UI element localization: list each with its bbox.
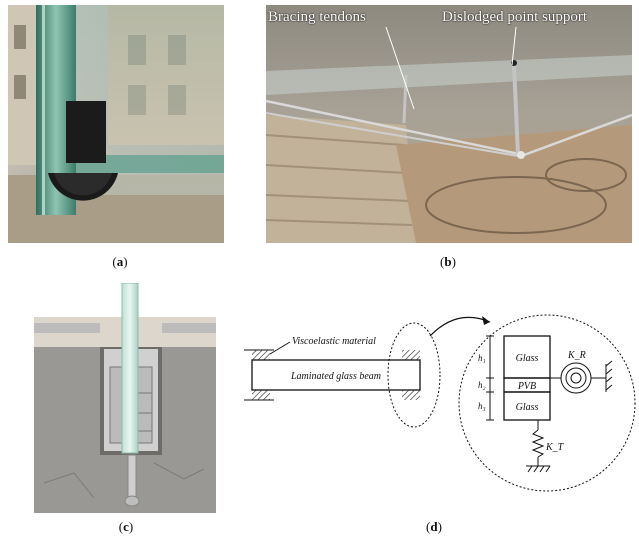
label-h3: h₃ [478, 401, 486, 411]
caption-d: (d) [426, 519, 442, 534]
label-h1: h₁ [478, 353, 486, 363]
left-support-top [252, 350, 270, 360]
label-dislodged-support: Dislodged point support [442, 9, 587, 25]
photo-a [8, 5, 224, 243]
label-pvb: PVB [517, 381, 536, 392]
label-beam: Laminated glass beam [290, 371, 381, 382]
label-kt: K_T [545, 442, 565, 453]
caption-d-letter: d [430, 519, 438, 534]
label-glass-bottom: Glass [516, 402, 539, 413]
caption-a: (a) [112, 254, 128, 269]
photo-b-illustration [266, 5, 632, 243]
label-glass-top: Glass [516, 353, 539, 364]
render-c [34, 283, 216, 513]
detail-circle [458, 314, 636, 492]
label-bracing-tendons: Bracing tendons [268, 9, 366, 25]
label-kr: K_R [567, 350, 586, 361]
detail-ellipse [387, 322, 441, 428]
left-support-bottom [252, 390, 270, 400]
photo-a-illustration [8, 5, 224, 243]
label-viscoelastic: Viscoelastic material [292, 336, 376, 347]
caption-c: (c) [118, 519, 134, 534]
laminated-beam [251, 359, 421, 391]
caption-a-letter: a [116, 254, 124, 269]
caption-b-letter: b [444, 254, 452, 269]
diagram-d-svg: Viscoelastic material Laminated glass be… [244, 314, 636, 492]
photo-b: Bracing tendons Dislodged point support [266, 5, 632, 243]
caption-c-letter: c [123, 519, 129, 534]
render-c-illustration [34, 283, 216, 513]
label-h2: h₂ [478, 380, 486, 390]
caption-b: (b) [440, 254, 456, 269]
diagram-d: Viscoelastic material Laminated glass be… [232, 278, 637, 518]
